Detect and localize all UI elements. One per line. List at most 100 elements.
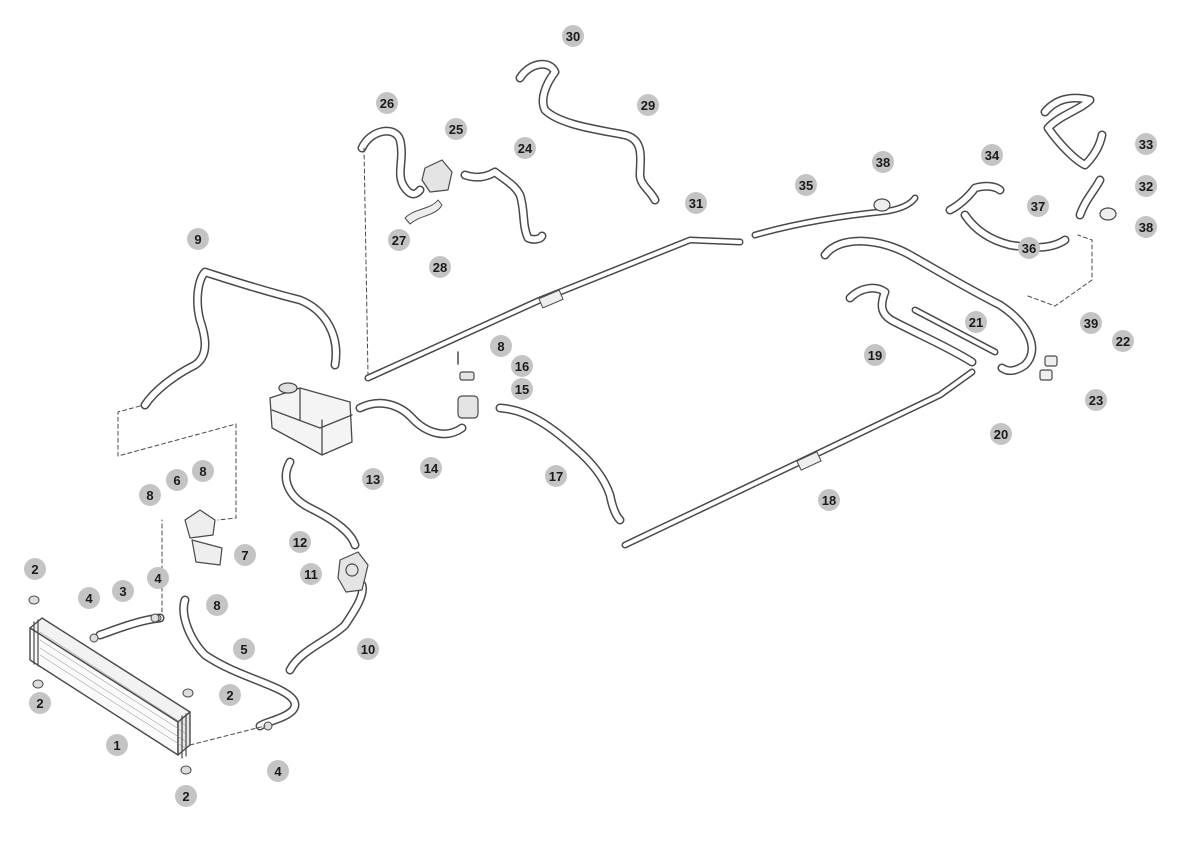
svg-text:2: 2 — [182, 789, 189, 804]
hose-33 — [1040, 93, 1107, 170]
svg-text:37: 37 — [1031, 199, 1045, 214]
hose-10 — [285, 580, 368, 675]
callout: 4 — [267, 760, 289, 782]
svg-text:14: 14 — [424, 461, 439, 476]
svg-text:23: 23 — [1089, 393, 1103, 408]
svg-text:8: 8 — [213, 598, 220, 613]
svg-text:20: 20 — [994, 427, 1008, 442]
callout: 2 — [175, 785, 197, 807]
svg-text:26: 26 — [380, 96, 394, 111]
callout: 22 — [1112, 330, 1134, 352]
callout: 31 — [685, 192, 707, 214]
hose-5 — [179, 595, 300, 731]
svg-text:2: 2 — [31, 562, 38, 577]
callout: 21 — [965, 311, 987, 333]
svg-text:30: 30 — [566, 29, 580, 44]
callout: 8 — [139, 484, 161, 506]
valve-25 — [421, 159, 453, 193]
svg-text:25: 25 — [449, 122, 463, 137]
callout: 6 — [166, 469, 188, 491]
callout: 25 — [445, 118, 467, 140]
hose-34 — [945, 181, 1070, 252]
svg-text:5: 5 — [240, 642, 247, 657]
svg-text:8: 8 — [497, 339, 504, 354]
callout: 30 — [562, 25, 584, 47]
callout: 15 — [511, 378, 533, 400]
clips-23 — [1039, 355, 1058, 381]
dashed-leader-lines — [117, 147, 1093, 746]
svg-text:21: 21 — [969, 315, 983, 330]
bracket-27 — [404, 199, 443, 225]
svg-text:11: 11 — [304, 567, 318, 582]
hose-17 — [495, 403, 625, 525]
svg-text:31: 31 — [689, 196, 703, 211]
hose-9 — [140, 267, 341, 410]
callout: 39 — [1080, 312, 1102, 334]
svg-text:8: 8 — [199, 464, 206, 479]
callout: 3 — [112, 580, 134, 602]
callout: 2 — [24, 558, 46, 580]
svg-text:15: 15 — [515, 382, 529, 397]
svg-text:39: 39 — [1084, 316, 1098, 331]
callout: 27 — [388, 229, 410, 251]
svg-text:4: 4 — [154, 571, 162, 586]
svg-text:1: 1 — [113, 738, 120, 753]
hose-32 — [1075, 175, 1105, 220]
callout: 19 — [864, 344, 886, 366]
callout: 23 — [1085, 389, 1107, 411]
svg-text:33: 33 — [1139, 137, 1153, 152]
svg-text:13: 13 — [366, 472, 380, 487]
hose-26 — [357, 126, 425, 199]
pipe-35 — [751, 194, 919, 239]
svg-text:27: 27 — [392, 233, 406, 248]
svg-text:24: 24 — [518, 141, 533, 156]
callout: 34 — [981, 144, 1003, 166]
callout: 35 — [795, 174, 817, 196]
callout: 29 — [637, 94, 659, 116]
callout: 38 — [1135, 216, 1157, 238]
svg-text:7: 7 — [241, 548, 248, 563]
callout: 9 — [187, 228, 209, 250]
svg-text:4: 4 — [85, 591, 93, 606]
callout: 32 — [1135, 175, 1157, 197]
callout: 14 — [420, 457, 442, 479]
hose-29-30 — [515, 59, 660, 205]
svg-text:17: 17 — [549, 469, 563, 484]
callout: 36 — [1018, 237, 1040, 259]
radiator — [29, 617, 191, 759]
callout: 2 — [219, 684, 241, 706]
svg-text:3: 3 — [119, 584, 126, 599]
clamps-4 — [150, 613, 273, 731]
pipe-31 — [364, 236, 744, 382]
hose-14 — [355, 398, 467, 439]
svg-text:10: 10 — [361, 642, 375, 657]
callout: 18 — [818, 489, 840, 511]
callout: 8 — [192, 460, 214, 482]
pipe-18 — [621, 368, 976, 549]
callout: 20 — [990, 423, 1012, 445]
hose-20 — [911, 306, 999, 356]
svg-text:18: 18 — [822, 493, 836, 508]
svg-text:28: 28 — [433, 260, 447, 275]
svg-text:36: 36 — [1022, 241, 1036, 256]
callout: 37 — [1027, 195, 1049, 217]
callout: 11 — [300, 563, 322, 585]
svg-text:22: 22 — [1116, 334, 1130, 349]
callout: 26 — [376, 92, 398, 114]
svg-text:6: 6 — [173, 473, 180, 488]
svg-text:4: 4 — [274, 764, 282, 779]
svg-text:16: 16 — [515, 359, 529, 374]
callout: 4 — [78, 587, 100, 609]
hose-22 — [820, 236, 1037, 376]
svg-text:2: 2 — [226, 688, 233, 703]
svg-text:35: 35 — [799, 178, 813, 193]
callout: 38 — [872, 151, 894, 173]
radiator-mounts — [28, 595, 194, 775]
callout: 28 — [429, 256, 451, 278]
svg-text:38: 38 — [876, 155, 890, 170]
valve-15 — [457, 351, 479, 419]
hose-19 — [845, 283, 977, 367]
pump-11 — [337, 551, 369, 593]
callouts: 30 29 26 25 24 27 28 9 31 35 38 34 33 32… — [24, 25, 1157, 807]
